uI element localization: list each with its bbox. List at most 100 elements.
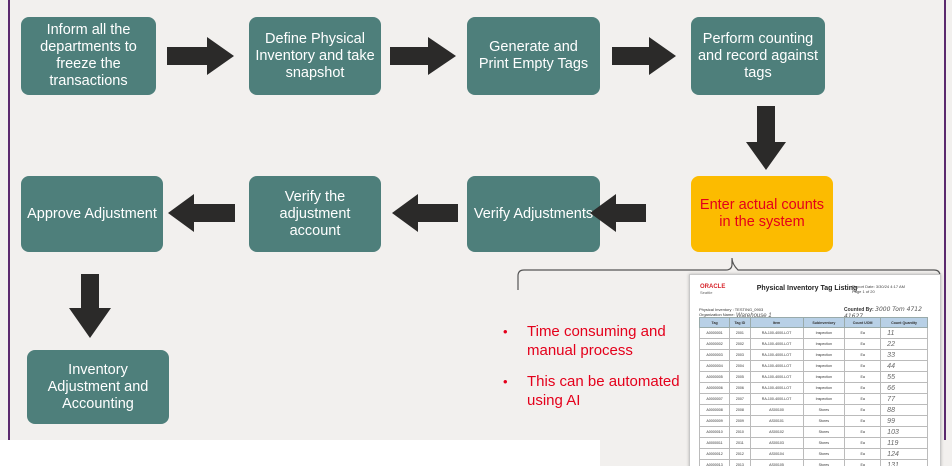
table-cell: AS00104	[749, 448, 804, 460]
table-cell: AS00103	[749, 437, 804, 449]
table-cell: 33	[880, 349, 928, 361]
column-header: Subinventory	[802, 317, 846, 328]
bottom-blank-area	[0, 440, 600, 466]
table-cell: RA-100-4000-LOT	[749, 393, 804, 405]
table-cell: 99	[880, 415, 928, 427]
table-cell: Stores	[802, 459, 846, 466]
report-date-label: Report Date:	[852, 284, 875, 289]
logo-text: ORACLE	[700, 284, 726, 290]
table-cell: Ea	[844, 360, 882, 372]
table-cell: 2005	[729, 371, 751, 383]
step-verify-adjustments: Verify Adjustments	[467, 176, 600, 252]
table-cell: 2003	[729, 349, 751, 361]
table-cell: A0000002	[698, 338, 731, 350]
report-date: Report Date: 3/30/24 4:17 AM Page 1 of 2…	[852, 284, 905, 294]
step-define-label: Define Physical Inventory and take snaps…	[255, 30, 375, 81]
table-cell: 2010	[729, 426, 751, 438]
table-cell: Ea	[844, 459, 882, 466]
table-cell: Stores	[802, 404, 846, 416]
table-cell: A0000005	[698, 371, 731, 383]
table-cell: RA-100-4000-LOT	[749, 371, 804, 383]
step-perform-label: Perform counting and record against tags	[697, 30, 819, 81]
table-cell: AS00100	[749, 404, 804, 416]
step-verify-adjustments-label: Verify Adjustments	[473, 205, 594, 222]
table-cell: Stores	[802, 426, 846, 438]
table-cell: Ea	[844, 437, 882, 449]
table-cell: Inspection	[802, 327, 846, 339]
bullet-dot-icon: •	[503, 324, 508, 339]
table-cell: 77	[880, 393, 928, 405]
step-define-physical-inventory: Define Physical Inventory and take snaps…	[249, 17, 381, 95]
table-cell: Inspection	[802, 371, 846, 383]
table-cell: RA-100-4000-LOT	[749, 327, 804, 339]
table-cell: 22	[880, 338, 928, 350]
table-cell: Inspection	[802, 393, 846, 405]
step-inventory-label: Inventory Adjustment and Accounting	[47, 361, 149, 412]
column-header: Count UOM	[844, 317, 882, 328]
table-cell: 131	[880, 459, 928, 466]
document-title: Physical Inventory Tag Listing	[756, 285, 858, 292]
column-header: Tag ID	[729, 317, 751, 328]
table-cell: Ea	[844, 382, 882, 394]
step-approve-adjustment: Approve Adjustment	[21, 176, 163, 252]
report-date-value: 3/30/24 4:17 AM	[875, 284, 905, 289]
table-cell: RA-100-4000-LOT	[749, 382, 804, 394]
arrow-left-3	[168, 194, 235, 232]
step-perform-counting: Perform counting and record against tags	[691, 17, 825, 95]
left-frame-line	[8, 0, 10, 440]
arrow-right-2	[390, 37, 456, 75]
table-cell: Inspection	[802, 338, 846, 350]
table-cell: Ea	[844, 415, 882, 427]
step-approve-label: Approve Adjustment	[27, 205, 157, 222]
table-cell: A0000006	[698, 382, 731, 394]
page-number: Page 1 of 20	[852, 289, 875, 294]
document-meta: Physical Inventory : TESTING_0903 Organi…	[699, 307, 763, 317]
table-cell: 2008	[729, 404, 751, 416]
table-cell: Ea	[844, 349, 882, 361]
table-cell: 44	[880, 360, 928, 372]
physical-inventory-label: Physical Inventory :	[699, 307, 734, 312]
counted-by-label: Counted By:	[844, 307, 874, 313]
arrow-down-1	[746, 106, 786, 170]
table-header-row: Tag Tag ID Item Subinventory Count UOM C…	[698, 317, 928, 328]
arrow-left-2	[392, 194, 458, 232]
table-cell: 66	[880, 382, 928, 394]
column-header: Tag	[698, 317, 731, 328]
bullet-item: • Time consuming and manual process	[503, 322, 693, 360]
logo-subtext: Seattle	[700, 290, 713, 295]
table-cell: 2009	[729, 415, 751, 427]
table-cell: 124	[880, 448, 928, 460]
column-header: Item	[749, 317, 804, 328]
table-cell: Ea	[844, 448, 882, 460]
table-cell: Inspection	[802, 360, 846, 372]
step-enter-counts-highlighted: Enter actual counts in the system	[691, 176, 833, 252]
counted-by: Counted By: 3000 Tom 4712 41627	[844, 306, 940, 320]
table-cell: Inspection	[802, 382, 846, 394]
tag-table: Tag Tag ID Item Subinventory Count UOM C…	[698, 317, 928, 466]
organization-handwritten: Warehouse 1	[736, 313, 772, 319]
step-generate-tags: Generate and Print Empty Tags	[467, 17, 600, 95]
table-cell: A0000013	[698, 459, 731, 466]
arrow-left-1	[590, 194, 646, 232]
table-cell: 2006	[729, 382, 751, 394]
table-cell: Stores	[802, 448, 846, 460]
arrow-right-3	[612, 37, 676, 75]
table-cell: AS00102	[749, 426, 804, 438]
table-cell: A0000003	[698, 349, 731, 361]
step-inform-departments: Inform all the departments to freeze the…	[21, 17, 156, 95]
counted-by-handwritten: 3000 Tom 4712 41627	[844, 306, 922, 320]
tag-listing-document: ORACLE Seattle Physical Inventory Tag Li…	[689, 274, 941, 466]
